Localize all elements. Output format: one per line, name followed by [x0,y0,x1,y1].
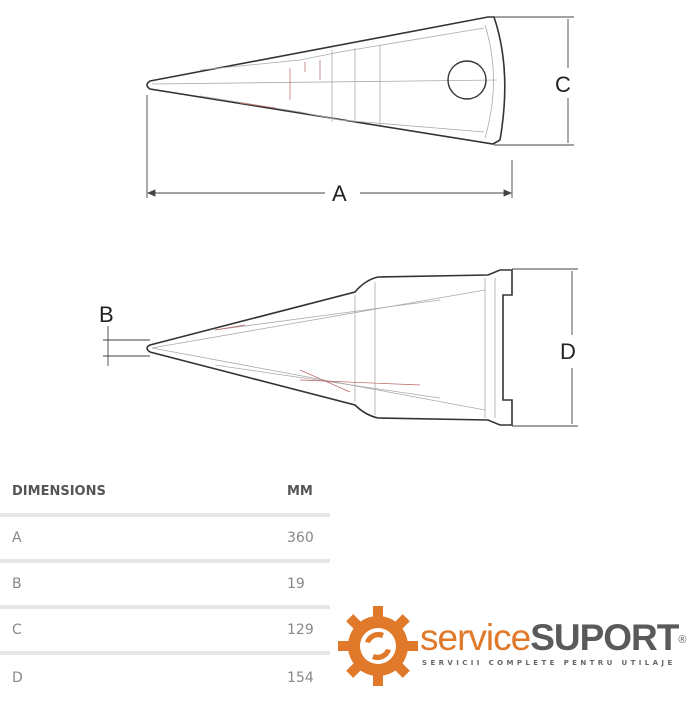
row-dimension: A [12,530,22,546]
table-row: A 360 [0,517,330,563]
row-value: 360 [287,530,314,546]
dimension-c [494,16,574,146]
dimension-label-d: D [560,339,576,364]
brand-name: serviceSUPORT® [420,617,687,658]
gear-icon [338,606,418,686]
tooth-side-view [146,269,513,426]
row-value: 19 [287,576,305,592]
dimension-d [512,268,578,427]
dimension-label-a: A [332,181,347,206]
brand-tagline: SERVICII COMPLETE PENTRU UTILAJE [422,659,676,667]
service-suport-logo: serviceSUPORT® SERVICII COMPLETE PENTRU … [338,604,700,688]
registered-mark: ® [678,634,686,646]
table-header: DIMENSIONS MM [0,470,330,517]
dimensions-table: DIMENSIONS MM A 360 B 19 C 129 D 154 [0,470,330,701]
header-mm: MM [287,484,313,499]
dimension-label-c: C [555,72,571,97]
row-dimension: C [12,622,22,638]
row-value: 154 [287,670,314,686]
tooth-top-view [146,16,506,145]
row-dimension: B [12,576,22,592]
technical-drawing: C A B D [99,16,578,427]
row-dimension: D [12,670,23,686]
row-value: 129 [287,622,314,638]
brand-service: service [420,617,531,658]
dimension-label-b: B [99,302,114,327]
brand-suport: SUPORT [530,617,679,658]
table-row: B 19 [0,563,330,609]
header-dimensions: DIMENSIONS [12,484,106,499]
table-row: C 129 [0,609,330,655]
table-row: D 154 [0,655,330,701]
dimension-b [103,326,150,366]
dimension-a [146,95,513,198]
